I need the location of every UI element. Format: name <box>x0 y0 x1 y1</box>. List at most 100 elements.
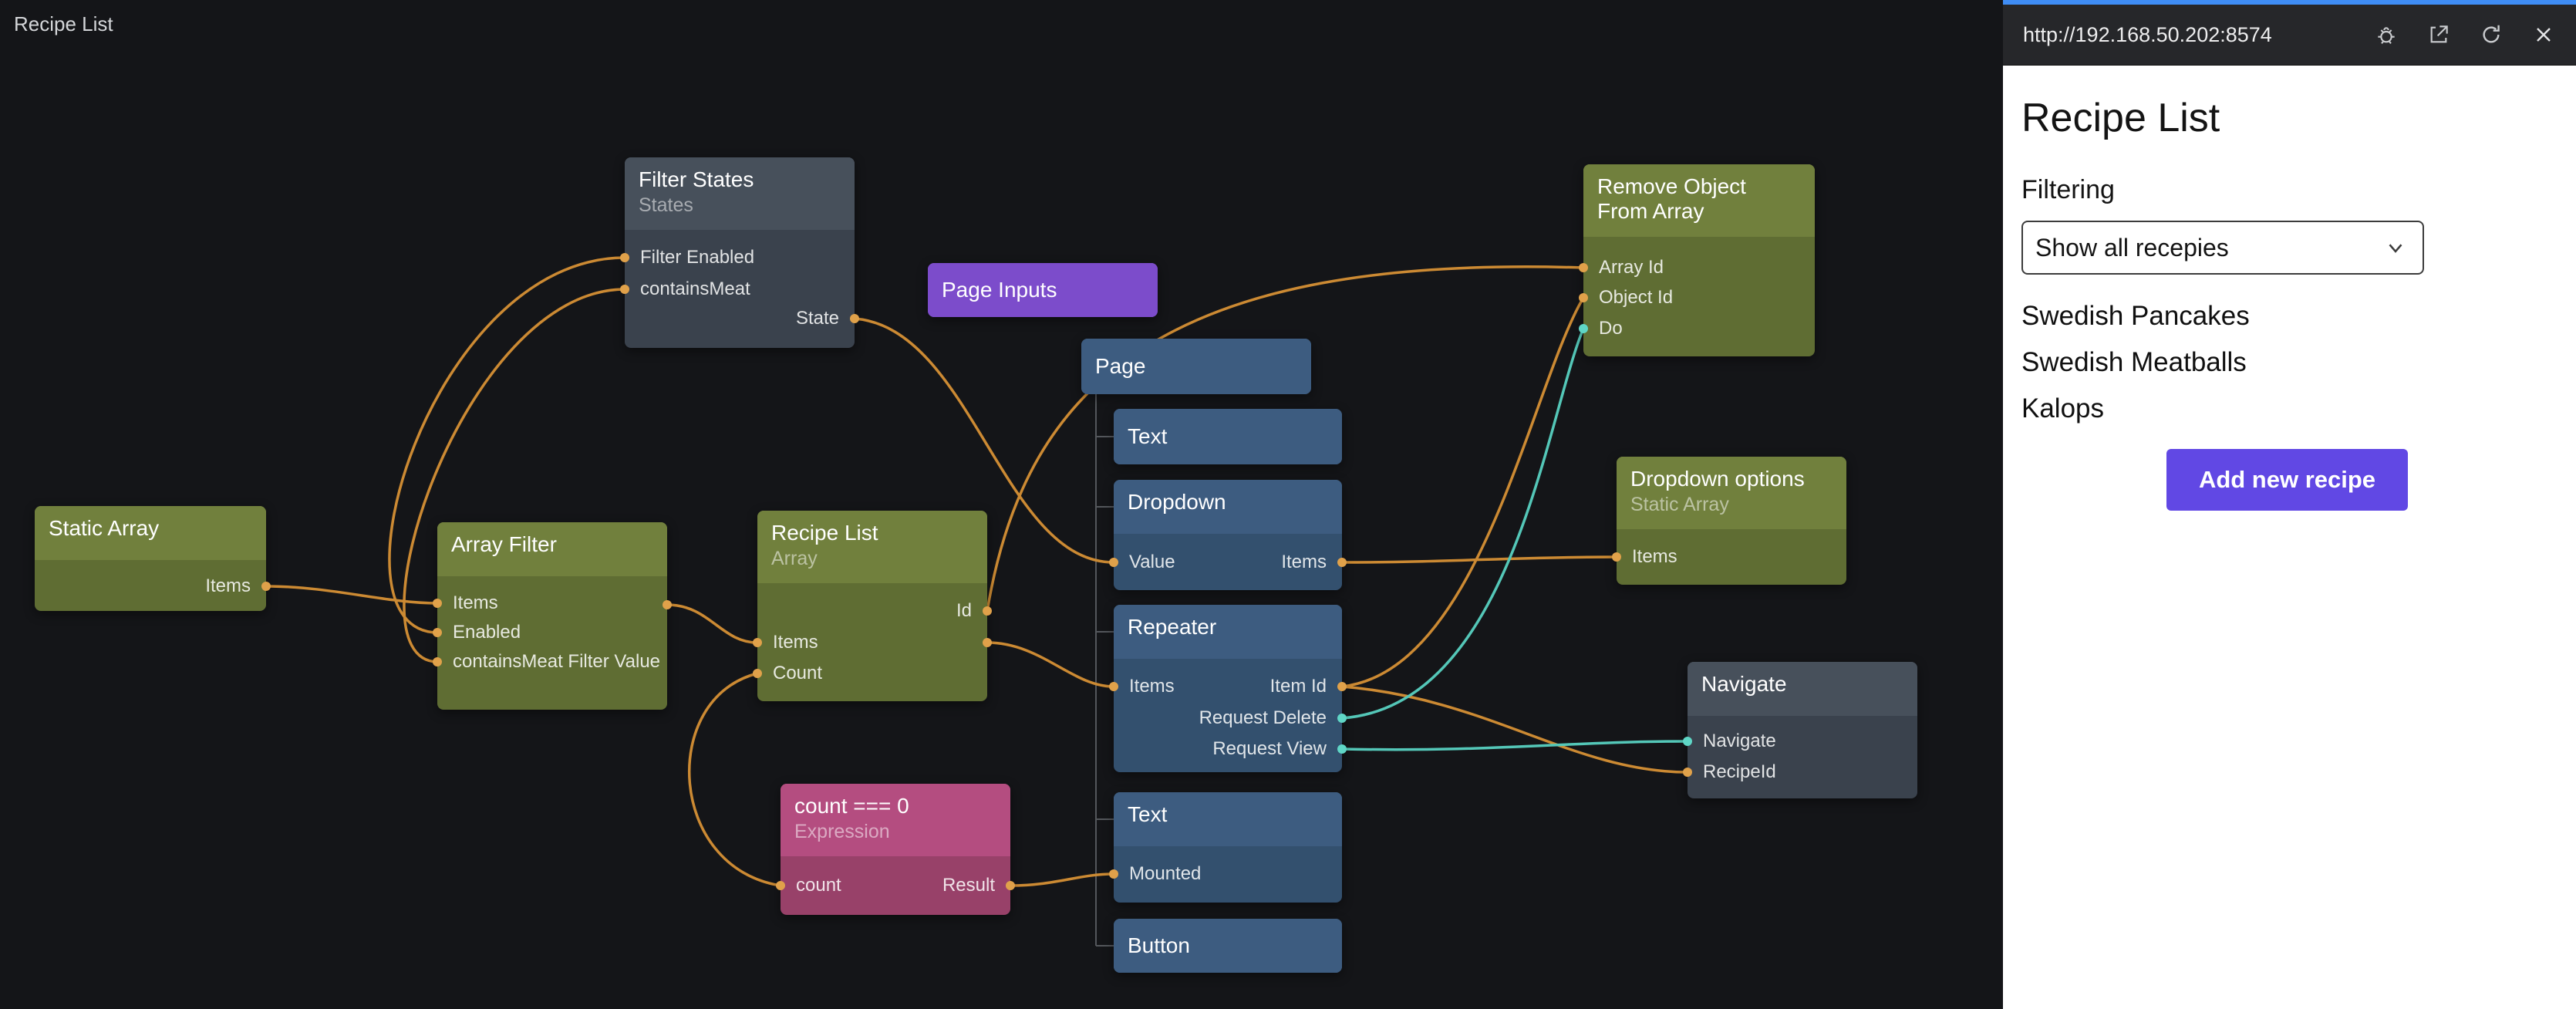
wire[interactable] <box>1341 328 1585 720</box>
port-dot[interactable] <box>1337 714 1347 723</box>
port-dot[interactable] <box>850 314 859 323</box>
port-request-view[interactable]: Request View <box>1114 734 1347 764</box>
close-icon[interactable] <box>2531 22 2556 47</box>
preview-top-accent <box>2003 0 2576 5</box>
port-result[interactable]: Result <box>781 871 1015 900</box>
wire[interactable] <box>1341 740 1688 751</box>
port-dot[interactable] <box>983 638 992 647</box>
debug-icon[interactable] <box>2374 22 2399 47</box>
port-dot[interactable] <box>1579 293 1588 302</box>
port-dot[interactable] <box>620 253 629 262</box>
filter-select[interactable]: Show all recepies <box>2021 221 2424 275</box>
port-label: Items <box>205 575 251 596</box>
wire[interactable] <box>265 585 438 605</box>
wire[interactable] <box>1341 297 1585 688</box>
node-header: Page Inputs <box>928 263 1158 317</box>
port-label: Result <box>942 875 995 896</box>
port-dot[interactable] <box>433 628 442 637</box>
port-dot[interactable] <box>1109 869 1118 879</box>
port-request-delete[interactable]: Request Delete <box>1114 704 1347 733</box>
port-dot[interactable] <box>1683 768 1692 777</box>
port-items[interactable]: Items <box>1109 672 1342 701</box>
refresh-icon[interactable] <box>2479 22 2504 47</box>
port-count[interactable]: Count <box>753 659 987 688</box>
add-new-recipe-button[interactable]: Add new recipe <box>2166 449 2408 511</box>
node-title: Button <box>1128 933 1190 957</box>
port-do[interactable]: Do <box>1579 314 1815 343</box>
url-input[interactable]: http://192.168.50.202:8574 <box>2023 22 2272 46</box>
port-label: count <box>796 875 841 896</box>
port-filter-enabled[interactable]: Filter Enabled <box>620 243 855 272</box>
port-containsmeat[interactable]: containsMeat <box>620 275 855 304</box>
port-dot[interactable] <box>983 606 992 616</box>
port-id[interactable]: Id <box>757 596 992 626</box>
port-object-id[interactable]: Object Id <box>1579 283 1815 312</box>
wire[interactable] <box>854 317 1114 564</box>
port-enabled[interactable]: Enabled <box>433 618 667 647</box>
wire[interactable] <box>986 641 1114 688</box>
port-items[interactable]: Items <box>1612 542 1846 572</box>
port-dot[interactable] <box>433 599 442 608</box>
wire[interactable] <box>1010 872 1114 887</box>
node-button[interactable]: Button <box>1114 919 1342 973</box>
port-dot[interactable] <box>1579 263 1588 272</box>
recipe-item: Swedish Meatballs <box>2021 347 2247 377</box>
port-dot[interactable] <box>433 657 442 666</box>
port-recipeid[interactable]: RecipeId <box>1683 758 1917 787</box>
port-out[interactable] <box>437 590 672 619</box>
port-dot[interactable] <box>1337 744 1347 754</box>
port-dot[interactable] <box>753 669 762 678</box>
port-mounted[interactable]: Mounted <box>1109 859 1342 889</box>
node-title: Page <box>1095 353 1146 378</box>
node-page[interactable]: Page <box>1081 339 1311 394</box>
port-value[interactable]: Value <box>1109 548 1342 577</box>
port-dot[interactable] <box>1579 324 1588 333</box>
recipe-item: Swedish Pancakes <box>2021 301 2250 331</box>
port-dot[interactable] <box>663 600 672 609</box>
wire[interactable] <box>1341 685 1688 774</box>
port-items[interactable]: Items <box>753 628 987 657</box>
port-items[interactable]: Items <box>433 589 667 618</box>
port-dot[interactable] <box>1337 558 1347 567</box>
node-page-inputs[interactable]: Page Inputs <box>928 263 1158 317</box>
port-dot[interactable] <box>261 582 271 591</box>
port-state[interactable]: State <box>625 304 859 333</box>
port-array-id[interactable]: Array Id <box>1579 253 1815 282</box>
port-dot[interactable] <box>1109 558 1118 567</box>
port-dot[interactable] <box>776 881 785 890</box>
wire[interactable] <box>688 672 781 887</box>
port-dot[interactable] <box>1683 737 1692 746</box>
port-dot[interactable] <box>1109 682 1118 691</box>
port-dot[interactable] <box>620 285 629 294</box>
port-out[interactable] <box>757 628 992 657</box>
port-dot[interactable] <box>1006 881 1015 890</box>
wire[interactable] <box>388 256 625 634</box>
port-item-id[interactable]: Item Id <box>1114 672 1347 701</box>
port-count[interactable]: count <box>776 871 1010 900</box>
port-containsmeat-filter-value[interactable]: containsMeat Filter Value <box>433 647 667 677</box>
wire[interactable] <box>1341 555 1617 564</box>
port-dot[interactable] <box>1337 682 1347 691</box>
port-label: Enabled <box>453 622 521 643</box>
port-items[interactable]: Items <box>1114 548 1347 577</box>
port-items[interactable]: Items <box>35 572 271 601</box>
wire[interactable] <box>403 288 625 663</box>
port-navigate[interactable]: Navigate <box>1683 727 1917 756</box>
open-preview-icon[interactable] <box>2426 22 2451 47</box>
port-dot[interactable] <box>753 638 762 647</box>
wire[interactable] <box>666 603 758 644</box>
node-text-top[interactable]: Text <box>1114 409 1342 464</box>
port-dot[interactable] <box>1612 552 1621 562</box>
